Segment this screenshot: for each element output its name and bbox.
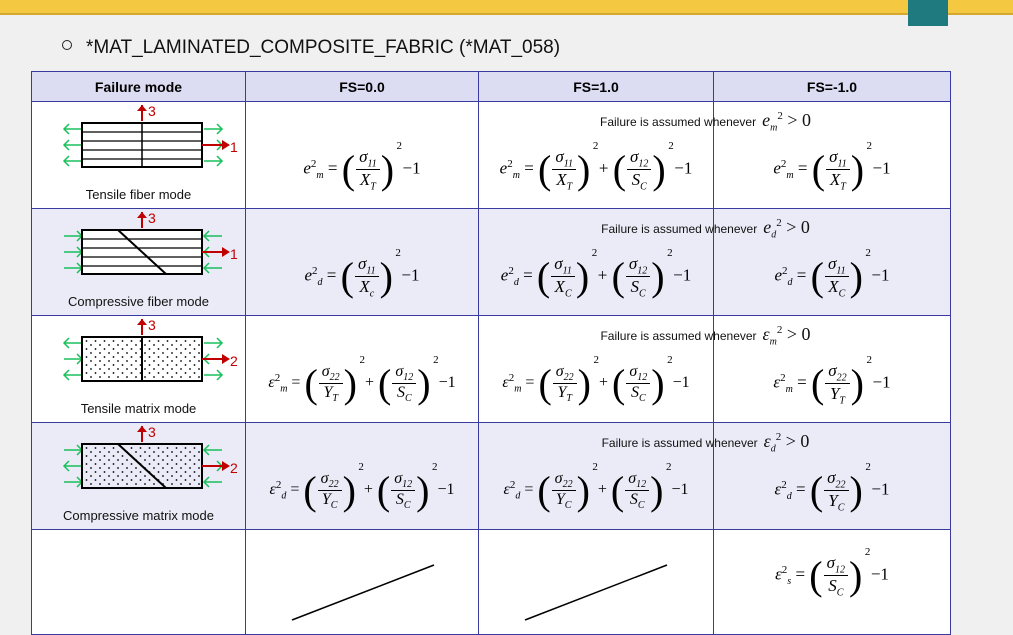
page-title: *MAT_LAMINATED_COMPOSITE_FABRIC (*MAT_05… xyxy=(62,37,560,59)
strike-line-icon xyxy=(524,564,668,621)
table-row: 3 2 Tensile matrix mode Failure is assum… xyxy=(31,315,951,423)
compressive-matrix-diagram-icon xyxy=(62,426,230,489)
header-cell: FS=0.0 xyxy=(245,71,479,102)
header-cell: Failure mode xyxy=(31,71,246,102)
empty-cell xyxy=(31,529,246,635)
compressive-fiber-diagram-icon xyxy=(64,212,230,275)
not-applicable-cell xyxy=(245,529,479,635)
table-row: 3 2 Compressive matrix mode Failure is a… xyxy=(31,422,951,530)
axis-label: 3 xyxy=(148,424,156,440)
mode-label: Compressive fiber mode xyxy=(68,294,209,309)
mode-cell: 3 2 Compressive matrix mode xyxy=(31,422,246,530)
mode-cell: 3 2 Tensile matrix mode xyxy=(31,315,246,423)
axis-label: 3 xyxy=(148,317,156,333)
page-title-text: *MAT_LAMINATED_COMPOSITE_FABRIC (*MAT_05… xyxy=(86,37,561,58)
bullet-icon xyxy=(62,40,72,50)
axis-label: 1 xyxy=(230,246,238,262)
table-row: 3 1 Compressive fiber mode Failure is as… xyxy=(31,208,951,316)
tensile-fiber-diagram-icon xyxy=(62,105,230,168)
header-cell: FS=-1.0 xyxy=(713,71,951,102)
tensile-matrix-diagram-icon xyxy=(62,319,230,382)
mode-label: Tensile fiber mode xyxy=(85,187,192,202)
table-header-row: Failure mode FS=0.0 FS=1.0 FS=-1.0 xyxy=(31,71,951,102)
mode-label: Compressive matrix mode xyxy=(63,508,214,523)
strike-line-icon xyxy=(291,564,435,621)
mode-label: Tensile matrix mode xyxy=(80,401,197,416)
axis-label: 3 xyxy=(148,210,156,226)
mode-cell: 3 1 Compressive fiber mode xyxy=(31,208,246,316)
mode-cell: 3 1 Tensile fiber mode xyxy=(31,101,246,209)
header-cell: FS=1.0 xyxy=(478,71,714,102)
not-applicable-cell xyxy=(478,529,714,635)
corner-tab xyxy=(908,0,948,26)
title-bar xyxy=(0,0,1013,15)
failure-table: Failure mode FS=0.0 FS=1.0 FS=-1.0 xyxy=(31,71,951,635)
axis-label: 2 xyxy=(230,460,238,476)
axis-label: 3 xyxy=(148,103,156,119)
axis-label: 1 xyxy=(230,139,238,155)
axis-label: 2 xyxy=(230,353,238,369)
table-row: 3 1 Tensile fiber mode Failure is assume… xyxy=(31,101,951,209)
